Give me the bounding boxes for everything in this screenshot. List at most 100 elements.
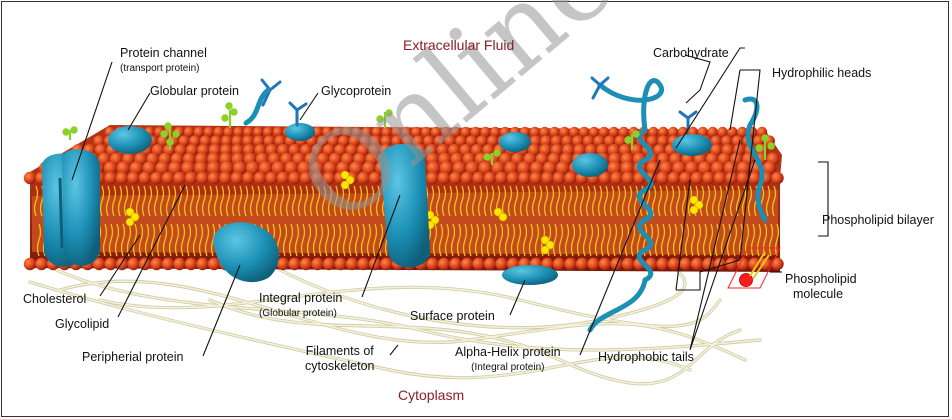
phospholipid-head: [461, 258, 473, 270]
phospholipid-head: [495, 258, 507, 270]
alpha-helix-text: Alpha-Helix protein: [455, 345, 561, 359]
phospholipid-head: [208, 172, 220, 184]
phospholipid-head: [323, 258, 335, 270]
phospholipid-head: [691, 172, 703, 184]
integral-protein-subtext: (Globular protein): [259, 306, 342, 321]
phospholipid-head: [656, 258, 668, 270]
phospholipid-head: [223, 127, 233, 137]
phospholipid-head: [242, 172, 254, 184]
phospholipid-head: [622, 172, 634, 184]
phospholipid-head: [369, 258, 381, 270]
phospholipid-head: [277, 258, 289, 270]
phospholipid-head: [587, 258, 599, 270]
hydrophobic-tails-label: Hydrophobic tails: [598, 350, 694, 365]
phospholipid-head: [185, 172, 197, 184]
phospholipid-head: [553, 172, 565, 184]
phospholipid-head: [714, 172, 726, 184]
phospholipid-head: [254, 172, 266, 184]
extracellular-fluid-label: Extracellular Fluid: [403, 37, 514, 53]
filaments-line1: Filaments of: [306, 344, 374, 358]
phospholipid-head: [549, 127, 559, 137]
phospholipid-bilayer-label: Phospholipid bilayer: [822, 213, 934, 228]
phospholipid-head: [679, 258, 691, 270]
phospholipid-head: [530, 172, 542, 184]
phospholipid-head: [737, 258, 749, 270]
phospholipid-head: [541, 172, 553, 184]
phospholipid-head: [553, 258, 565, 270]
phospholipid-head: [426, 258, 438, 270]
phospholipid-head: [449, 258, 461, 270]
phospholipid-head: [610, 172, 622, 184]
phospholipid-head: [162, 172, 174, 184]
protein-channel-text: Protein channel: [120, 46, 207, 60]
peripheral-protein-label: Peripherial protein: [82, 350, 183, 365]
globular-protein-shape: [108, 126, 152, 154]
phospholipid-head: [300, 258, 312, 270]
phospholipid-head: [127, 258, 139, 270]
phospholipid-head: [196, 172, 208, 184]
glycolipid-label: Glycolipid: [55, 317, 109, 332]
phospholipid-head: [472, 172, 484, 184]
phospholipid-head: [150, 258, 162, 270]
carbohydrate-label: Carbohydrate: [653, 46, 729, 61]
phospholipid-head: [24, 258, 36, 270]
phospholipid-head: [116, 172, 128, 184]
phospholipid-head: [691, 258, 703, 270]
phospholipid-head: [219, 172, 231, 184]
phospholipid-head: [265, 172, 277, 184]
phospholipid-head: [127, 172, 139, 184]
phospholipid-head: [484, 258, 496, 270]
phospholipid-head: [162, 258, 174, 270]
surface-protein-shape: [502, 265, 558, 285]
phospholipid-head: [771, 258, 783, 270]
phospholipid-head: [311, 258, 323, 270]
phospholipid-head: [357, 258, 369, 270]
phospholipid-head: [104, 258, 116, 270]
phospholipid-head: [656, 172, 668, 184]
cholesterol-label: Cholesterol: [23, 292, 86, 307]
phospholipid-head: [771, 172, 783, 184]
phospholipid-head: [104, 172, 116, 184]
phospholipid-head: [622, 258, 634, 270]
phospholipid-head: [507, 172, 519, 184]
phospholipid-molecule-label: Phospholipid molecule: [785, 272, 857, 302]
phospholipid-head: [173, 258, 185, 270]
phospholipid-head: [461, 172, 473, 184]
phospholipid-head: [564, 172, 576, 184]
phospholipid-molecule-line1: Phospholipid: [785, 272, 857, 286]
phospholipid-head: [438, 258, 450, 270]
phospholipid-head: [610, 258, 622, 270]
phospholipid-head: [196, 258, 208, 270]
phospholipid-head: [288, 258, 300, 270]
phospholipid-head: [273, 127, 283, 137]
protein-channel-shape: [42, 149, 100, 266]
phospholipid-head: [150, 172, 162, 184]
phospholipid-head: [173, 172, 185, 184]
phospholipid-head: [139, 172, 151, 184]
phospholipid-head: [495, 172, 507, 184]
protein-channel-subtext: (transport protein): [120, 61, 207, 76]
globular-protein-label: Globular protein: [150, 84, 239, 99]
phospholipid-head: [599, 258, 611, 270]
phospholipid-head: [231, 172, 243, 184]
integral-protein-label: Integral protein (Globular protein): [259, 291, 342, 321]
phospholipid-head: [518, 172, 530, 184]
phospholipid-head: [576, 258, 588, 270]
phospholipid-head: [449, 172, 461, 184]
phospholipid-head: [484, 172, 496, 184]
protein-channel-label: Protein channel (transport protein): [120, 46, 207, 76]
phospholipid-head: [564, 258, 576, 270]
phospholipid-head: [472, 258, 484, 270]
filaments-line2: cytoskeleton: [305, 359, 374, 373]
filaments-label: Filaments of cytoskeleton: [305, 344, 374, 374]
glycoprotein-label: Glycoprotein: [321, 84, 391, 99]
phospholipid-head: [35, 258, 47, 270]
cytoplasm-label: Cytoplasm: [398, 387, 464, 403]
phospholipid-head: [702, 172, 714, 184]
surface-protein-label: Surface protein: [410, 309, 495, 324]
phospholipid-molecule-line2: molecule: [785, 287, 843, 301]
phospholipid-head: [24, 172, 36, 184]
phospholipid-head: [668, 172, 680, 184]
phospholipid-head: [185, 258, 197, 270]
